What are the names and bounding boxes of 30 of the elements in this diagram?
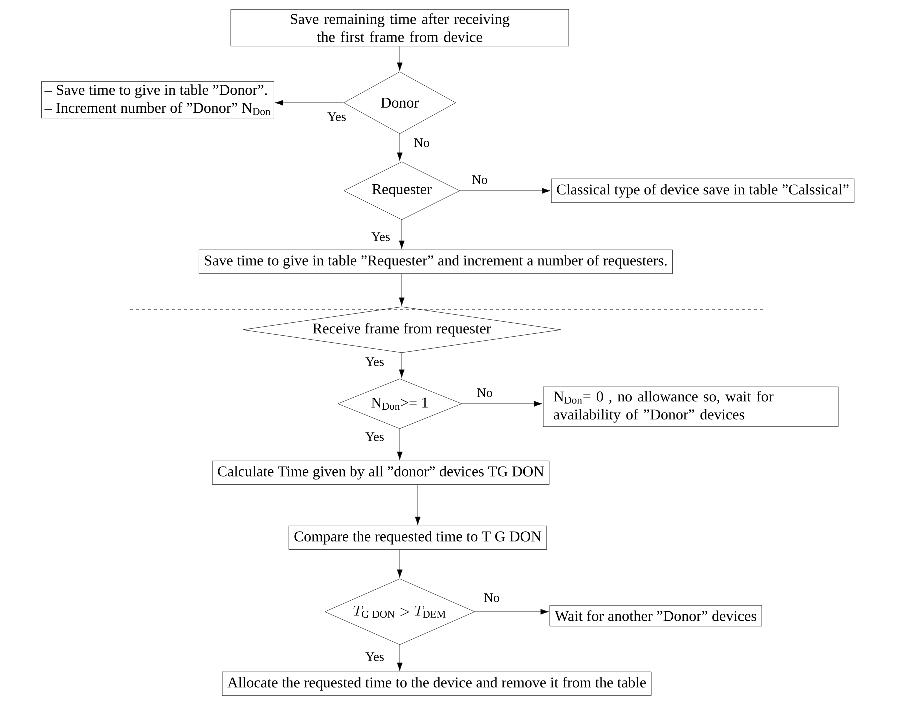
process-box: – Save time to give in table ”Donor”. – Increment number of ”Donor” N$_{Don}$ (42, 81, 274, 119)
arrow (275, 100, 344, 106)
arrow (399, 220, 405, 250)
edge-label: Yes (364, 432, 386, 442)
arrow (397, 428, 403, 460)
process-box: Save time to give in table ”Requester” and increment a number of requesters. (199, 250, 673, 274)
arrow (399, 274, 405, 306)
arrow (460, 188, 551, 194)
arrow (397, 134, 403, 162)
process-box: Save remaining time after receiving the first frame from device (230, 9, 570, 47)
arrow (397, 644, 403, 672)
process-box: Allocate the requested time to the device and remove it from the table (222, 672, 652, 696)
arrow (462, 401, 543, 407)
process-box: Calculate Time given by all ”donor” devices TG DON (212, 460, 550, 485)
arrow (475, 609, 550, 615)
process-box: Classical type of device save in table ”Calssical” (551, 178, 855, 204)
arrow (399, 352, 405, 378)
process-box: N$_{Don}$= 0 , no allowance so, wait for availability of ”Donor” devices (543, 386, 839, 428)
edge-label: No (471, 174, 489, 186)
arrow (397, 550, 403, 578)
edge-label: Yes (370, 232, 392, 242)
arrow (397, 46, 403, 72)
process-box: Compare the requested time to T G DON (288, 526, 548, 550)
edge-label: Yes (364, 652, 386, 662)
process-box: Wait for another ”Donor” devices (550, 605, 762, 627)
arrow (415, 484, 421, 526)
edge-label: No (413, 138, 431, 148)
edge-label: No (483, 592, 501, 604)
edge-label: No (476, 388, 494, 398)
edge-label: Yes (364, 356, 386, 368)
